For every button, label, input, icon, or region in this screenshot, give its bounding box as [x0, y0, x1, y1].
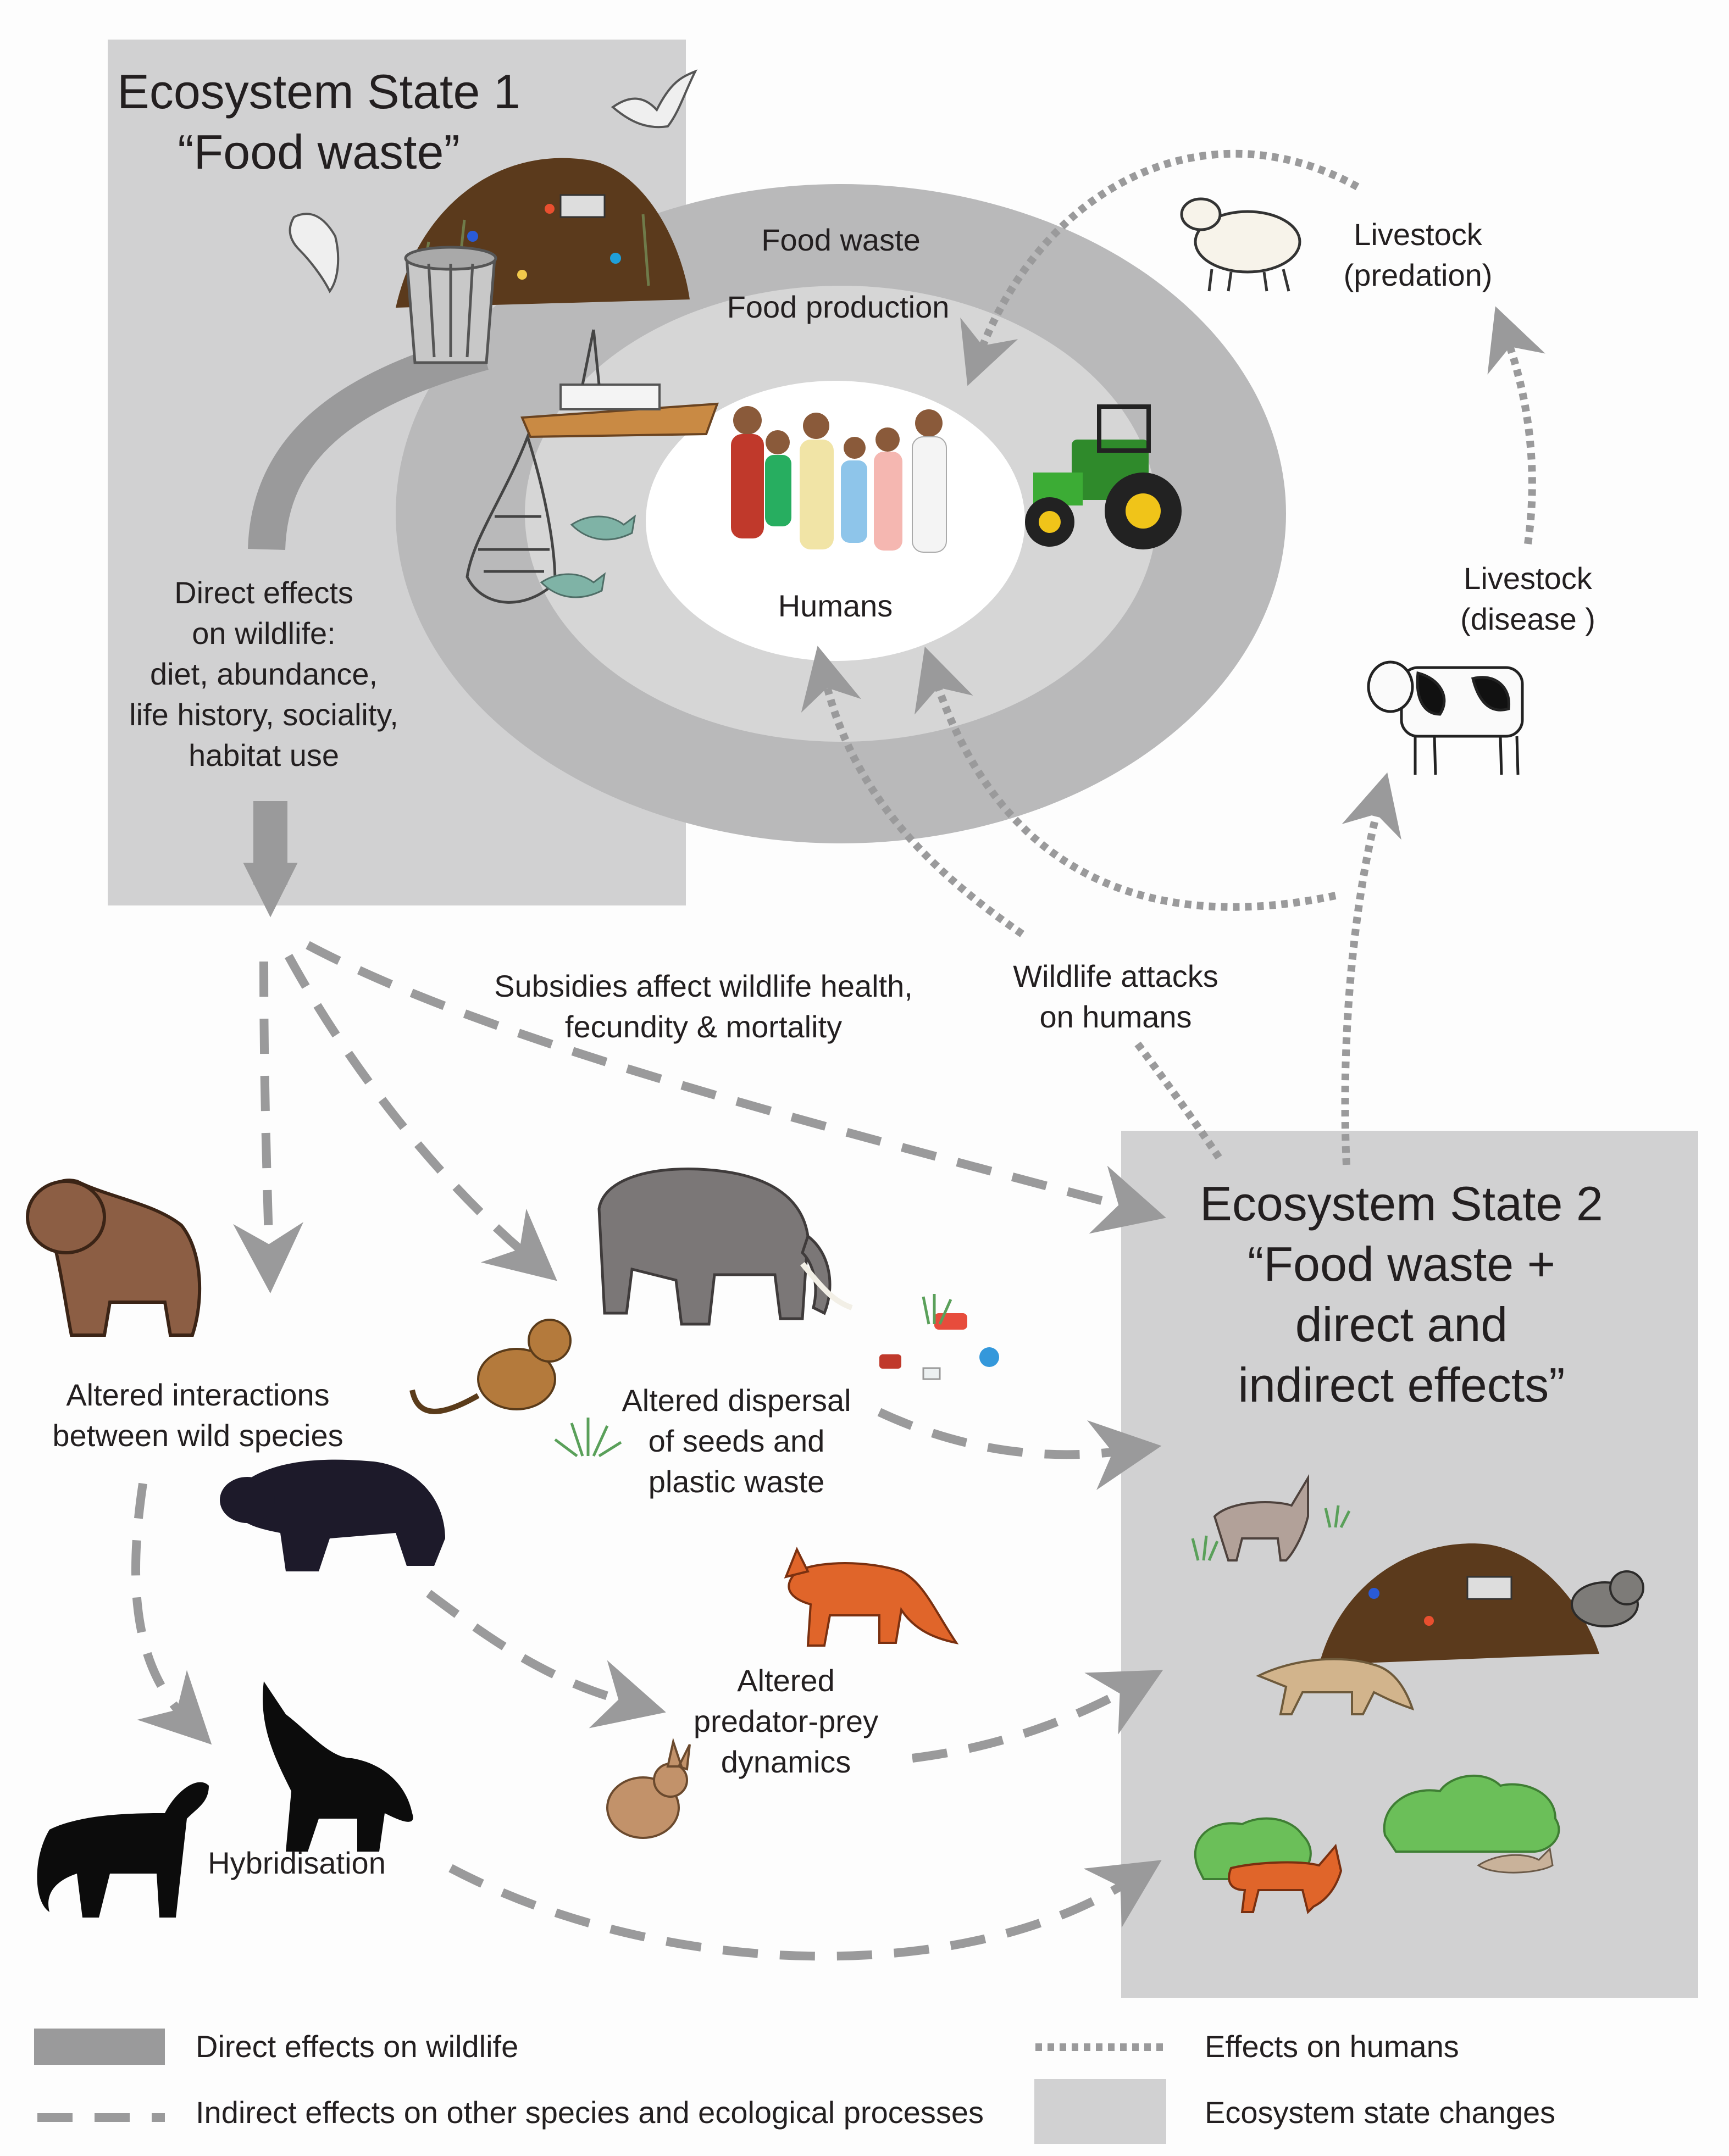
ring-label-food-waste: Food waste	[761, 223, 921, 257]
legend-swatches	[34, 2029, 1166, 2144]
raccoon-icon	[1571, 1570, 1644, 1627]
tractor-icon	[1025, 404, 1182, 549]
legend-indirect-label: Indirect effects on other species and ec…	[196, 2095, 984, 2130]
legend-humans-label: Effects on humans	[1205, 2029, 1459, 2064]
hybridisation-label: Hybridisation	[208, 1846, 386, 1880]
predator-prey-label: Altered predator-prey dynamics	[693, 1663, 879, 1779]
dog-icon	[37, 1782, 209, 1918]
garbage-heap-icon	[1319, 1543, 1599, 1665]
human-effect-arrows	[801, 149, 1545, 1165]
fish-icon	[540, 514, 636, 598]
wildlife-attacks-label: Wildlife attacks on humans	[1013, 959, 1218, 1034]
humans-label: Humans	[778, 588, 893, 623]
ferret-icon	[1477, 1847, 1554, 1874]
elephant-icon	[597, 1168, 853, 1326]
altered-interactions-label: Altered interactions between wild specie…	[52, 1377, 343, 1453]
livestock-disease-label: Livestock (disease )	[1460, 561, 1595, 636]
legend-direct-label: Direct effects on wildlife	[196, 2029, 519, 2064]
monkey-icon	[409, 1319, 572, 1414]
trash-can-icon	[404, 246, 497, 364]
fishing-boat-icon	[520, 329, 719, 438]
seagull-icon	[611, 69, 698, 129]
black-bear-icon	[220, 1459, 445, 1571]
state2-title: Ecosystem State 2 “Food waste + direct a…	[1200, 1176, 1603, 1412]
plastic-litter-icon	[879, 1313, 999, 1380]
cow-icon	[1367, 660, 1524, 775]
people-group-icon	[731, 406, 947, 553]
direct-effects-label: Direct effects on wildlife: diet, abunda…	[129, 575, 398, 773]
sheep-icon	[1180, 197, 1301, 292]
grass-icon	[554, 1294, 1351, 1561]
fox-icon	[1228, 1843, 1343, 1914]
wolf-icon	[263, 1681, 413, 1852]
rabbit-icon	[606, 1737, 691, 1839]
seagull-icon	[289, 213, 340, 293]
legend-state-change-label: Ecosystem state changes	[1205, 2095, 1556, 2130]
ring-label-food-production: Food production	[727, 290, 950, 324]
fish-net-icon	[465, 432, 557, 604]
livestock-predation-label: Livestock (predation)	[1343, 217, 1493, 292]
state1-title: Ecosystem State 1 “Food waste”	[117, 64, 520, 179]
coyote-icon	[1256, 1658, 1415, 1715]
altered-dispersal-label: Altered dispersal of seeds and plastic w…	[622, 1383, 851, 1499]
wolf-icon	[1213, 1474, 1309, 1562]
indirect-effect-arrows	[131, 941, 1166, 1961]
subsidies-label: Subsidies affect wildlife health, fecund…	[494, 969, 913, 1044]
fox-icon	[784, 1547, 959, 1647]
brown-bear-icon	[26, 1179, 202, 1337]
direct-effect-curve	[248, 334, 489, 551]
